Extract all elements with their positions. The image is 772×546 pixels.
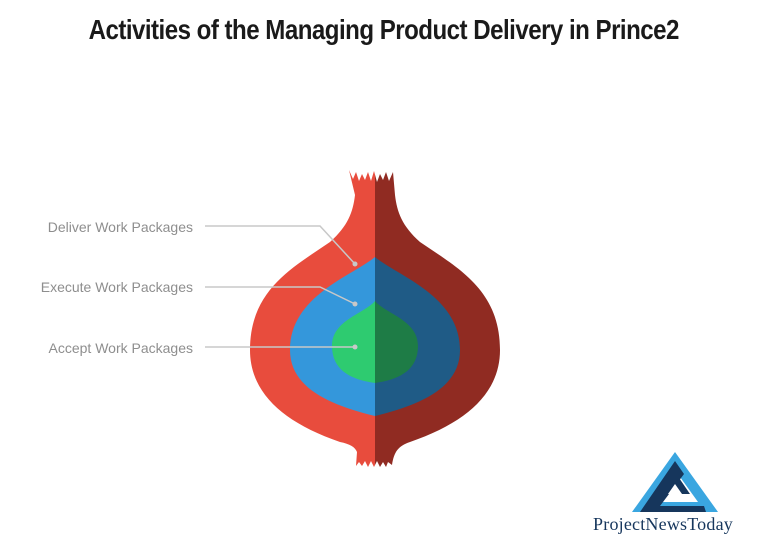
dot-execute	[352, 301, 358, 307]
label-deliver-work-packages: Deliver Work Packages	[47, 219, 193, 235]
logo-wordmark: ProjectNewsToday	[556, 514, 770, 535]
connector-dots	[352, 261, 358, 350]
triangle-logo-icon	[632, 452, 718, 512]
connector-execute	[205, 286, 356, 305]
dot-deliver	[352, 261, 358, 267]
label-execute-work-packages: Execute Work Packages	[40, 279, 193, 295]
diagram-title: Activities of the Managing Product Deliv…	[88, 14, 680, 45]
label-accept-work-packages: Accept Work Packages	[48, 340, 193, 356]
connector-deliver	[205, 225, 356, 265]
connector-lines	[205, 225, 356, 348]
logo-text: ProjectNewsToday	[593, 514, 733, 534]
inner-layer-shape-left-half	[332, 301, 375, 383]
dot-accept	[352, 344, 358, 350]
inner-layer-shape-right-half	[375, 301, 418, 383]
